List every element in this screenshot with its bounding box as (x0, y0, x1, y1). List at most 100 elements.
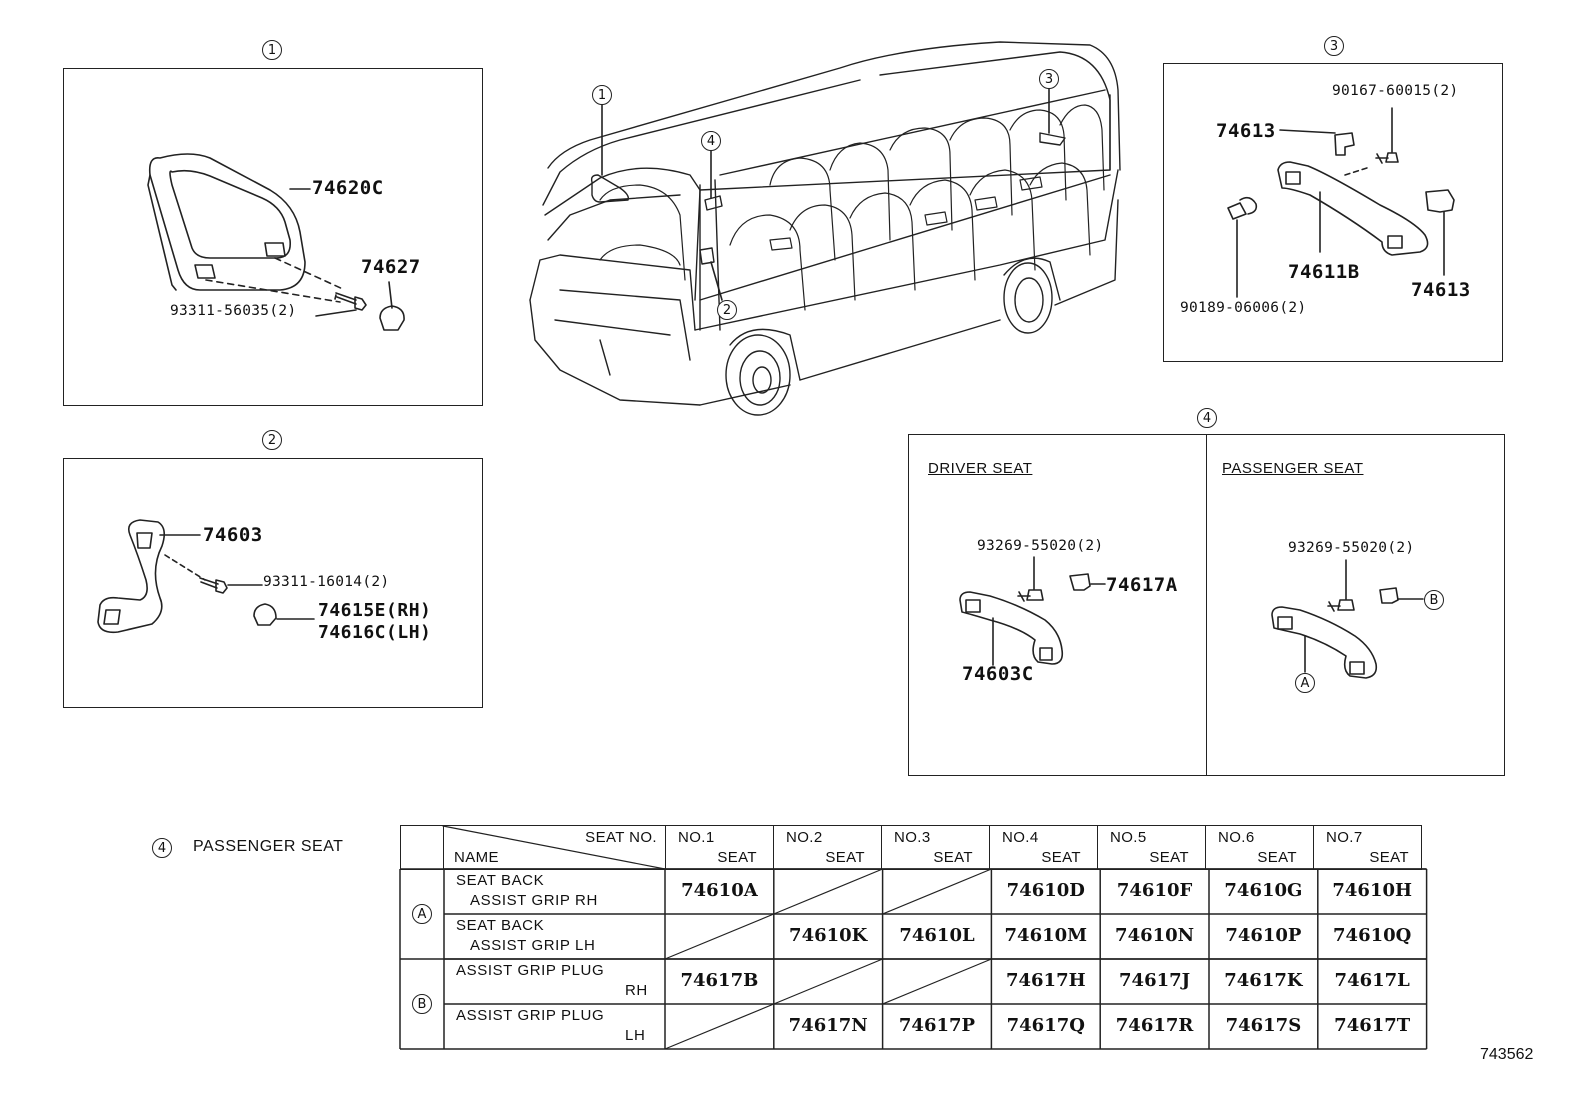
header-seat-no: SEAT NO. (585, 829, 657, 846)
panel-1-marker: 1 (262, 40, 282, 60)
screw-93269-driver (1017, 589, 1044, 602)
header-col-seat: SEAT (1257, 849, 1297, 866)
table-row-name: SEAT BACK (456, 872, 545, 889)
table-cell: 74617S (1225, 1015, 1302, 1036)
table-cell: 74617Q (1006, 1015, 1085, 1036)
header-col-seat: SEAT (1041, 849, 1081, 866)
window-trim-drawing (147, 153, 306, 291)
part-74613-right: 74613 (1411, 279, 1471, 301)
header-col-seat: SEAT (717, 849, 757, 866)
table-cell: 74617L (1334, 970, 1410, 991)
table-cell: 74610P (1225, 925, 1302, 946)
table-cell: 74617K (1224, 970, 1303, 991)
van-marker-3: 3 (1039, 69, 1059, 89)
header-col-no: NO.7 (1326, 829, 1363, 846)
table-cell: 74617N (788, 1015, 868, 1036)
legend-marker: 4 (152, 838, 172, 858)
part-93269-55020-passenger: 93269-55020(2) (1288, 540, 1415, 556)
grip-74603c-drawing (959, 591, 1064, 665)
panel-1-window-trim (63, 68, 483, 406)
screw-90167 (1375, 152, 1399, 164)
grip-74611b-drawing (1277, 161, 1429, 256)
header-col-7: NO.7 SEAT (1313, 825, 1422, 870)
plug-b (1379, 587, 1399, 604)
screw-93311-56035 (334, 292, 367, 311)
part-74616c-lh: 74616C(LH) (318, 622, 432, 643)
header-col-1: NO.1 SEAT (665, 825, 774, 870)
driver-seat-title: DRIVER SEAT (928, 460, 1033, 477)
table-header-row: SEAT NO. NAME NO.1 SEAT NO.2 SEAT NO.3 S… (400, 825, 1422, 870)
plug-74615e (253, 603, 277, 626)
part-90167-60015: 90167-60015(2) (1332, 83, 1459, 99)
passenger-seat-title: PASSENGER SEAT (1222, 460, 1364, 477)
screw-93311-16014 (199, 577, 228, 594)
panel-3-roof-grip (1163, 63, 1503, 362)
header-col-no: NO.2 (786, 829, 823, 846)
part-74613-top: 74613 (1216, 120, 1276, 142)
table-row-name-detail: LH (625, 1027, 646, 1044)
table-cell: 74610H (1332, 880, 1413, 901)
part-90189-06006: 90189-06006(2) (1180, 300, 1307, 316)
ref-a-marker: A (1295, 673, 1315, 693)
header-col-3: NO.3 SEAT (881, 825, 990, 870)
table-row-name-detail: ASSIST GRIP RH (470, 892, 598, 909)
table-cell: 74610L (899, 925, 975, 946)
table-line (882, 958, 992, 1005)
plug-74627 (379, 305, 405, 331)
header-col-seat: SEAT (1369, 849, 1409, 866)
table-cell: 74610K (789, 925, 868, 946)
part-74603c: 74603C (962, 663, 1034, 685)
part-74603: 74603 (203, 524, 263, 546)
part-74617a: 74617A (1106, 574, 1178, 596)
table-cell: 74610F (1116, 880, 1193, 901)
screw-93269-passenger (1327, 599, 1355, 612)
header-col-no: NO.5 (1110, 829, 1147, 846)
part-74615e-rh: 74615E(RH) (318, 600, 432, 621)
header-col-no: NO.4 (1002, 829, 1039, 846)
table-line (882, 868, 992, 915)
seat-grip-table: SEAT NO. NAME NO.1 SEAT NO.2 SEAT NO.3 S… (400, 825, 1422, 870)
table-line (773, 958, 883, 1005)
header-col-no: NO.6 (1218, 829, 1255, 846)
ref-b-marker: B (1424, 590, 1444, 610)
header-col-seat: SEAT (825, 849, 865, 866)
panel-2-assist-grip (63, 458, 483, 708)
panel-4-marker: 4 (1197, 408, 1217, 428)
clip-74613-right (1425, 189, 1455, 213)
header-col-seat: SEAT (1149, 849, 1189, 866)
header-name: NAME (454, 849, 499, 866)
panel-3-marker: 3 (1324, 36, 1344, 56)
table-cell: 74610D (1006, 880, 1085, 901)
table-line (664, 1003, 775, 1050)
header-col-no: NO.3 (894, 829, 931, 846)
panel-4-divider (1206, 434, 1207, 776)
van-marker-1: 1 (592, 85, 612, 105)
part-74627: 74627 (361, 256, 421, 278)
figure-id: 743562 (1480, 1046, 1534, 1063)
plug-74617a (1069, 573, 1091, 591)
table-ref-a: A (412, 904, 432, 924)
table-cell: 74610N (1115, 925, 1195, 946)
grip-74603-drawing (97, 519, 166, 634)
table-cell: 74617P (898, 1015, 976, 1036)
table-cell: 74617T (1334, 1015, 1411, 1036)
grip-passenger-drawing (1271, 606, 1378, 679)
table-cell: 74617H (1005, 970, 1086, 991)
table-row-name: ASSIST GRIP PLUG (456, 962, 605, 979)
table-row-name: ASSIST GRIP PLUG (456, 1007, 605, 1024)
table-cell: 74610A (681, 880, 758, 901)
header-col-seat: SEAT (933, 849, 973, 866)
van-drawing (529, 41, 1121, 416)
part-74620c: 74620C (312, 177, 384, 199)
clip-74613-top (1334, 132, 1355, 156)
panel-2-marker: 2 (262, 430, 282, 450)
header-col-2: NO.2 SEAT (773, 825, 882, 870)
table-line (664, 913, 775, 960)
table-cell: 74617R (1115, 1015, 1194, 1036)
part-93311-16014: 93311-16014(2) (263, 574, 390, 590)
clip-90189 (1227, 196, 1258, 220)
van-marker-4: 4 (701, 131, 721, 151)
header-col-5: NO.5 SEAT (1097, 825, 1206, 870)
